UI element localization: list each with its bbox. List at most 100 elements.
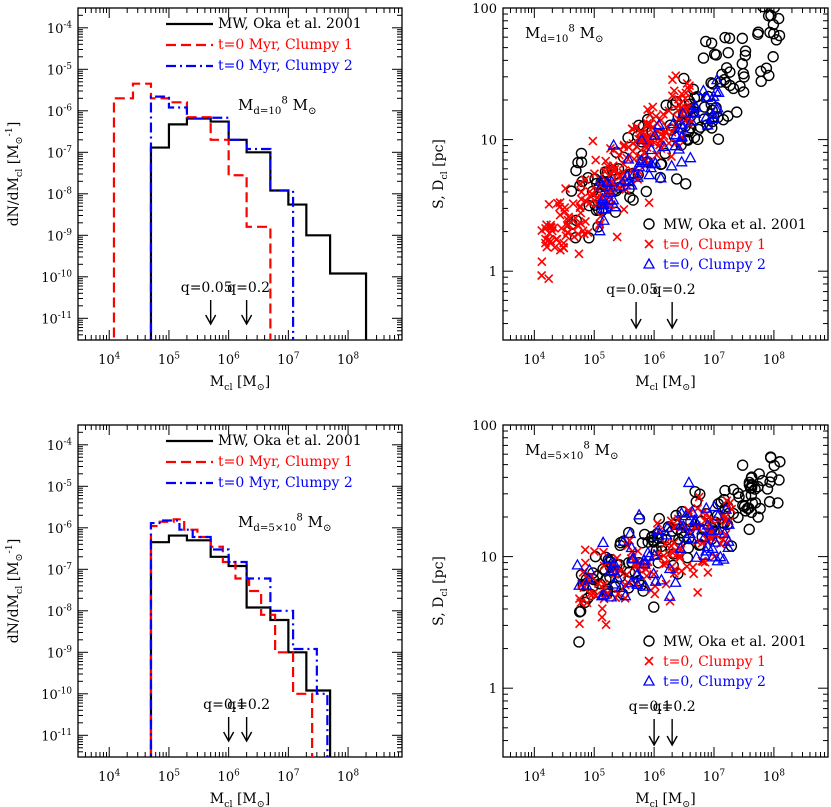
arrow-label: q=0.05 <box>606 282 658 298</box>
point-cross <box>677 89 687 99</box>
point-circle <box>761 483 774 495</box>
point-circle <box>764 476 776 488</box>
arrow-q=0.2 <box>666 719 678 747</box>
x-tick-label: 106​ <box>643 769 666 785</box>
point-triangle <box>712 523 725 535</box>
point-triangle <box>708 500 721 512</box>
point-triangle <box>619 589 632 601</box>
point-circle <box>722 46 734 59</box>
point-circle <box>659 147 671 160</box>
point-cross <box>597 604 607 614</box>
point-triangle <box>601 176 614 188</box>
point-triangle <box>624 527 637 539</box>
y-tick-label: 10-8​ <box>47 603 73 619</box>
point-triangle <box>596 192 609 204</box>
annotation-disk-mass: Md=5×10​8​ M⊙​ <box>238 513 332 535</box>
point-cross <box>578 567 588 578</box>
point-circle <box>656 545 668 557</box>
point-triangle <box>697 84 710 96</box>
point-cross <box>684 84 694 95</box>
point-triangle <box>665 159 678 171</box>
point-cross <box>568 199 578 209</box>
point-cross <box>601 620 611 630</box>
point-cross <box>582 598 592 608</box>
point-cross <box>650 589 660 599</box>
point-triangle <box>626 552 639 564</box>
point-cross <box>600 167 610 177</box>
point-triangle <box>613 179 627 191</box>
point-cross <box>652 518 662 528</box>
point-cross <box>669 568 679 579</box>
annotation-disk-mass: Md=10​8​ M⊙​ <box>238 96 317 118</box>
legend-label: MW, Oka et al. 2001 <box>663 634 807 650</box>
plot-area <box>537 8 786 284</box>
series-2-histogram <box>149 518 314 757</box>
point-cross <box>593 578 603 589</box>
point-triangle <box>711 509 724 521</box>
x-tick-label: 107​ <box>703 769 725 785</box>
point-cross <box>642 571 652 581</box>
point-cross <box>693 587 703 598</box>
point-circle <box>573 636 585 648</box>
point-cross <box>546 236 556 246</box>
point-triangle <box>583 563 596 575</box>
point-circle <box>705 37 718 49</box>
point-circle <box>689 485 701 498</box>
arrow-label: q=0.05 <box>181 280 233 296</box>
point-circle <box>648 601 660 613</box>
point-circle <box>698 101 711 113</box>
point-cross <box>656 143 666 154</box>
point-cross <box>658 559 668 569</box>
legend-marker <box>643 218 655 230</box>
y-tick-label: 10-5​ <box>47 479 72 495</box>
point-cross <box>707 533 718 543</box>
point-cross <box>596 211 606 222</box>
y-tick-label: 100 <box>472 419 497 434</box>
point-triangle <box>669 139 682 151</box>
point-circle <box>574 605 587 617</box>
point-cross <box>550 242 560 253</box>
point-triangle <box>690 550 703 562</box>
point-circle <box>638 528 651 541</box>
point-triangle <box>597 213 611 225</box>
point-circle <box>774 456 786 468</box>
panel-top-left: 104​105​106​107​108​10-11​10-10​10-9​10-… <box>4 7 403 393</box>
point-triangle <box>651 524 665 536</box>
point-cross <box>656 115 666 125</box>
point-triangle <box>573 578 586 590</box>
x-tick-label: 104​ <box>523 352 546 368</box>
point-cross <box>585 187 595 197</box>
y-tick-label: 10-4​ <box>47 20 73 36</box>
arrow-label: q=0.1 <box>203 697 246 713</box>
point-circle <box>727 82 740 95</box>
series-1-histogram <box>149 534 332 757</box>
arrow-head <box>205 314 217 326</box>
series-3-histogram <box>149 95 295 340</box>
y-tick-label: 10 <box>480 551 497 566</box>
point-triangle <box>631 578 644 590</box>
legend-label: t=0, Clumpy 1 <box>663 654 766 670</box>
y-tick-label: 10-6​ <box>47 103 73 119</box>
point-cross <box>576 218 586 228</box>
arrow-label: q=0.2 <box>227 280 270 296</box>
series-3-points <box>593 73 725 236</box>
point-triangle <box>605 590 618 602</box>
point-triangle <box>595 589 608 601</box>
legend-label: t=0 Myr, Clumpy 2 <box>218 58 353 74</box>
legend-label: t=0, Clumpy 2 <box>663 257 766 273</box>
point-circle <box>727 483 740 496</box>
y-tick-label: 10-9​ <box>47 228 73 244</box>
point-cross <box>677 566 687 576</box>
y-tick-label: 10-10​ <box>41 686 72 702</box>
legend-label: t=0 Myr, Clumpy 2 <box>218 475 353 491</box>
arrow-q=0.1 <box>648 719 660 747</box>
point-cross <box>546 222 556 232</box>
point-cross <box>574 619 585 629</box>
point-triangle <box>685 114 698 126</box>
point-triangle <box>701 118 714 130</box>
plot-area <box>149 518 332 757</box>
point-triangle <box>625 576 638 588</box>
point-triangle <box>603 193 616 205</box>
